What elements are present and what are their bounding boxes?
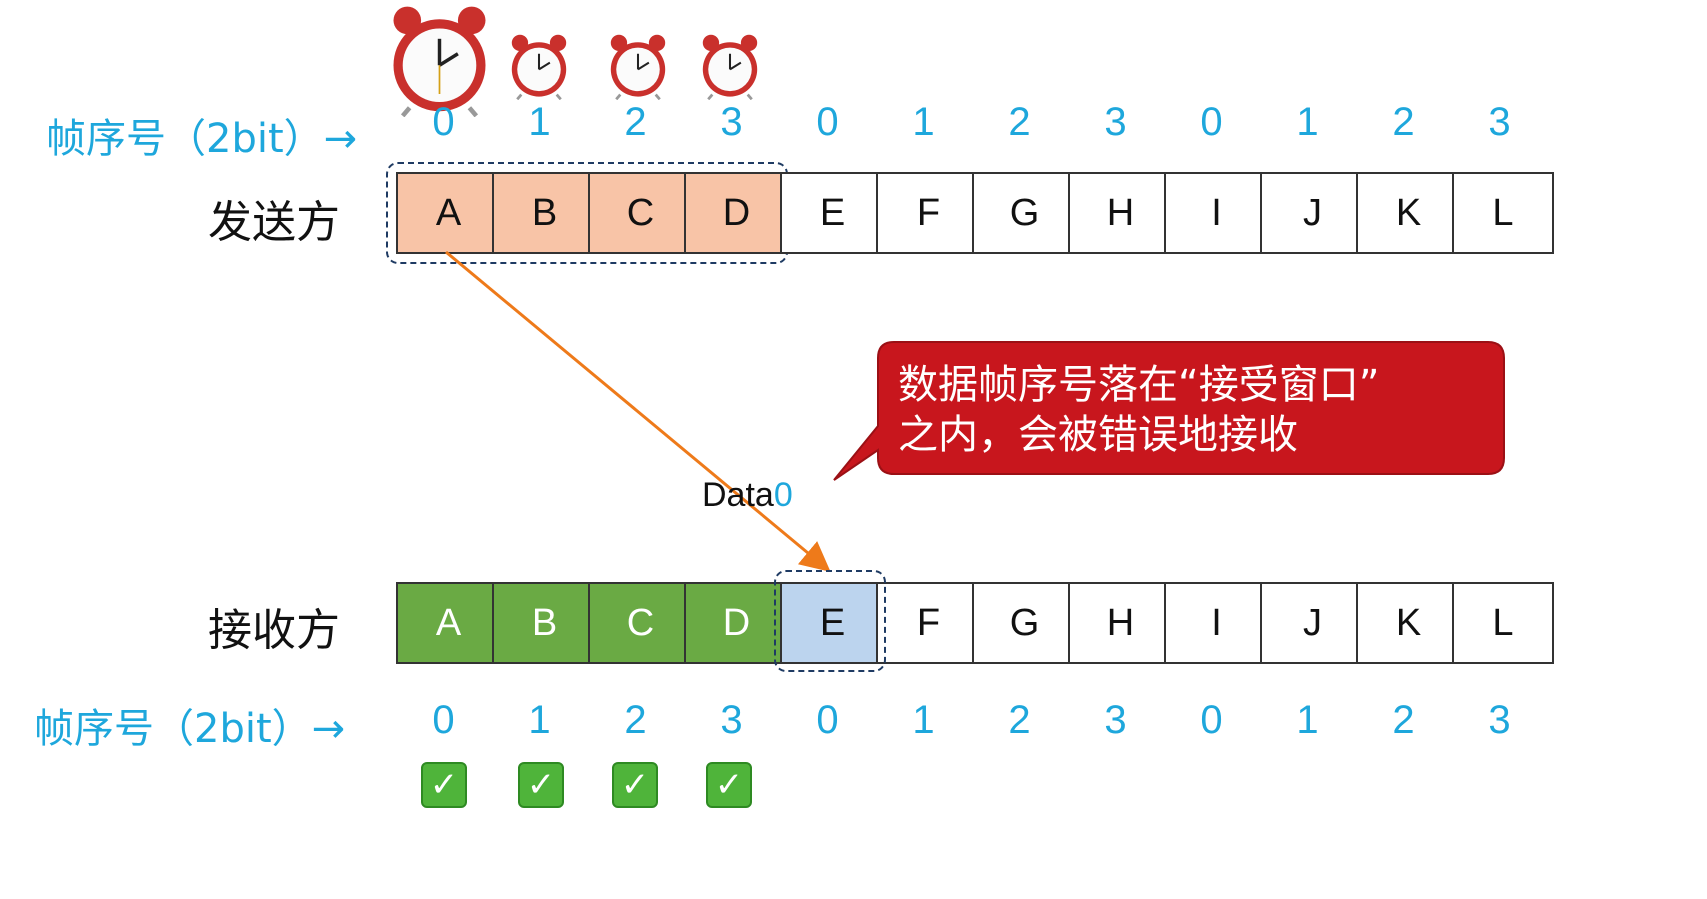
- checkmark-icon: ✓: [706, 762, 752, 808]
- seq-number: 0: [1200, 698, 1223, 742]
- frame-cell: G: [972, 582, 1077, 664]
- data-frame-label: Data0: [702, 476, 793, 515]
- frame-cell: D: [684, 172, 789, 254]
- frame-cell: G: [972, 172, 1077, 254]
- seq-number: 0: [816, 698, 839, 742]
- frame-cell: E: [780, 582, 885, 664]
- frame-cell: B: [492, 172, 597, 254]
- seq-number: 3: [1104, 100, 1127, 144]
- seq-number: 0: [1200, 100, 1223, 144]
- seq-number: 2: [1008, 100, 1031, 144]
- seq-number: 3: [1104, 698, 1127, 742]
- frame-cell: H: [1068, 172, 1173, 254]
- callout-line-1: 数据帧序号落在“接受窗口”: [898, 362, 1380, 408]
- seq-number: 1: [912, 100, 935, 144]
- seq-number: 1: [912, 698, 935, 742]
- seq-number: 0: [816, 100, 839, 144]
- seq-number: 2: [624, 100, 647, 144]
- alarm-clock-icon: [702, 34, 758, 100]
- seq-number: 1: [1296, 100, 1319, 144]
- data-label-prefix: Data: [702, 476, 774, 514]
- seq-number: 1: [1296, 698, 1319, 742]
- seq-number: 2: [1392, 698, 1415, 742]
- frame-cell: J: [1260, 172, 1365, 254]
- frame-cell: I: [1164, 172, 1269, 254]
- checkmark-icon: ✓: [421, 762, 467, 808]
- seq-number: 3: [720, 698, 743, 742]
- frame-cell: C: [588, 582, 693, 664]
- seq-number: 3: [1488, 698, 1511, 742]
- seq-number: 2: [1008, 698, 1031, 742]
- sender-label: 发送方: [208, 197, 340, 248]
- receiver-window: [774, 570, 886, 672]
- seq-number: 3: [720, 100, 743, 144]
- receiver-seq-label: 帧序号（2bit）→: [34, 706, 346, 752]
- checkmark-icon: ✓: [518, 762, 564, 808]
- data-label-number: 0: [773, 476, 793, 514]
- frame-cell: C: [588, 172, 693, 254]
- callout-bubble: [833, 341, 1505, 481]
- frame-cell: L: [1452, 582, 1554, 664]
- seq-number: 1: [528, 698, 551, 742]
- frame-cell: B: [492, 582, 597, 664]
- frame-cell: E: [780, 172, 885, 254]
- frame-cell: L: [1452, 172, 1554, 254]
- seq-number: 0: [432, 698, 455, 742]
- seq-number: 0: [432, 100, 455, 144]
- seq-number: 3: [1488, 100, 1511, 144]
- frame-cell: A: [396, 582, 501, 664]
- receiver-label: 接收方: [208, 605, 340, 656]
- seq-number: 1: [528, 100, 551, 144]
- alarm-clock-icon: [393, 6, 486, 117]
- frame-cell: F: [876, 582, 981, 664]
- frame-cell: D: [684, 582, 789, 664]
- frame-cell: I: [1164, 582, 1269, 664]
- seq-number: 2: [1392, 100, 1415, 144]
- checkmark-icon: ✓: [612, 762, 658, 808]
- frame-cell: F: [876, 172, 981, 254]
- frame-cell: J: [1260, 582, 1365, 664]
- callout-line-2: 之内，会被错误地接收: [898, 412, 1298, 458]
- alarm-clock-icon: [511, 34, 567, 100]
- sender-seq-label: 帧序号（2bit）→: [46, 116, 358, 162]
- frame-cell: K: [1356, 582, 1461, 664]
- seq-number: 2: [624, 698, 647, 742]
- alarm-clock-icon: [610, 34, 666, 100]
- frame-cell: H: [1068, 582, 1173, 664]
